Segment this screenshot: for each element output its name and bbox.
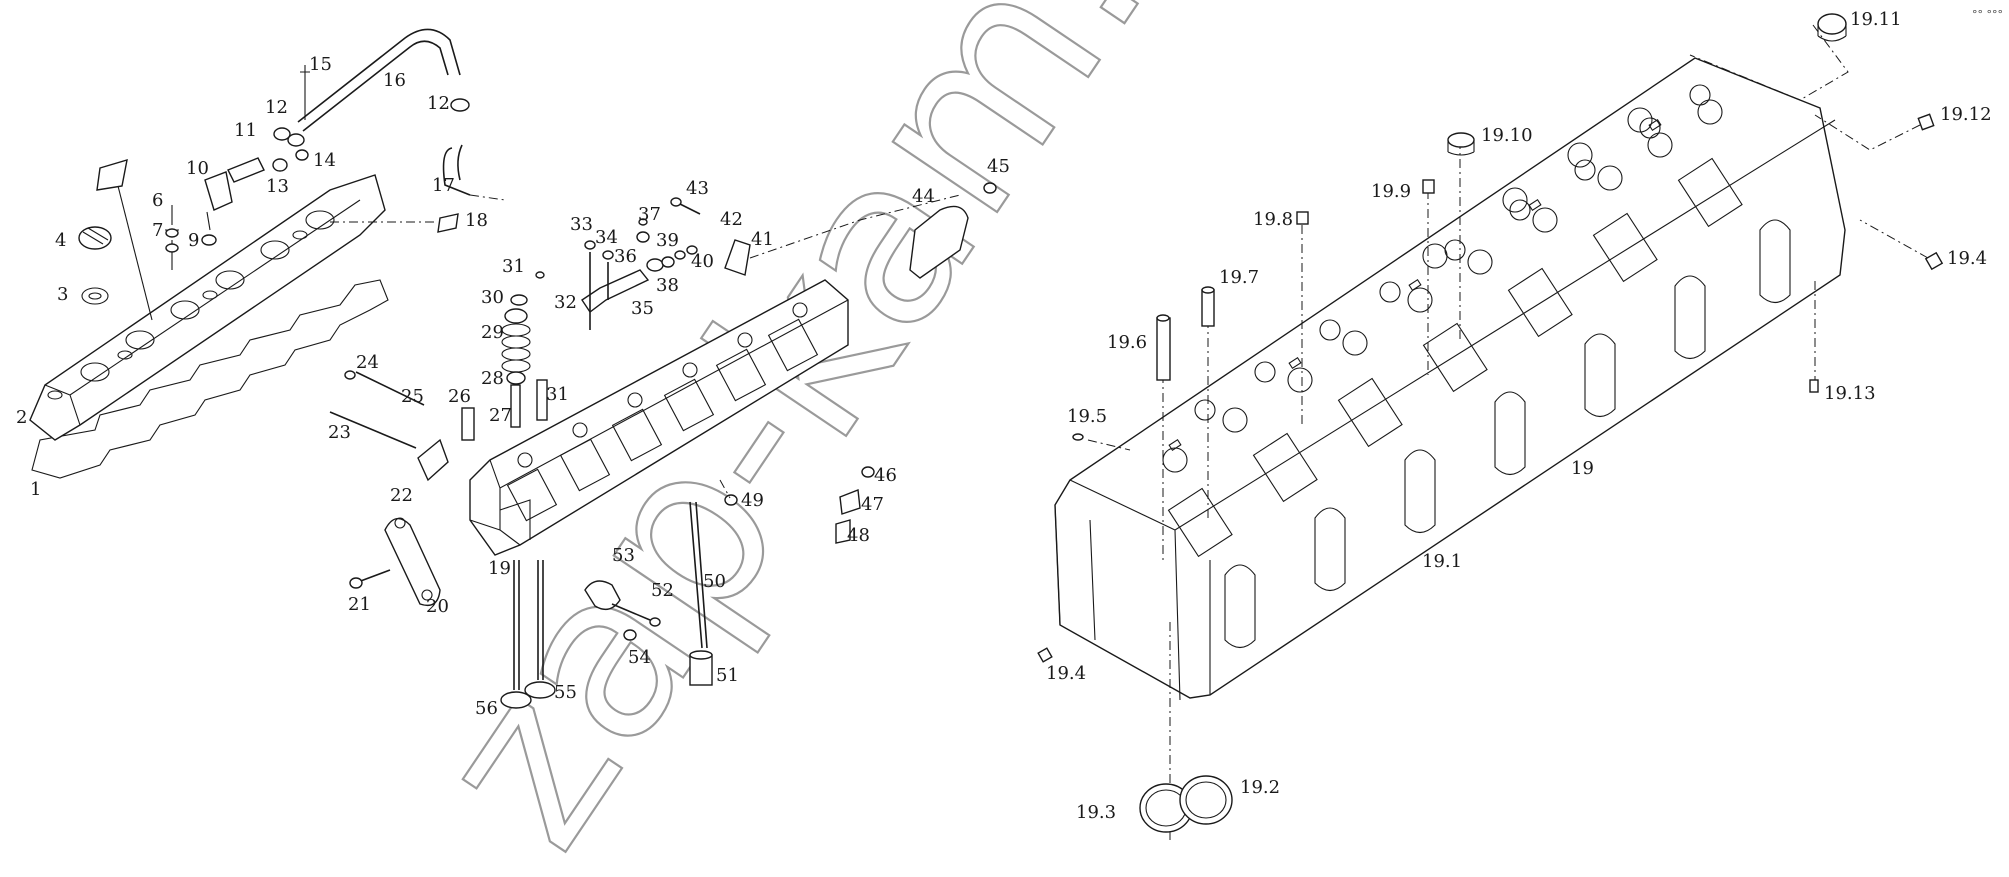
callout: 55 (554, 682, 577, 703)
rocker-cover (29, 174, 386, 441)
callout: 52 (651, 580, 674, 601)
callout: 19.13 (1824, 383, 1876, 404)
callout: 19.4 (1046, 663, 1086, 684)
callout: 12 (265, 97, 288, 118)
callout: 56 (475, 698, 498, 719)
corner-mark: °° °°° (1972, 8, 2003, 21)
callout: 19.2 (1240, 777, 1280, 798)
callout: 34 (595, 227, 618, 248)
callout: 14 (313, 150, 336, 171)
callout: 6 (152, 190, 163, 211)
breather-elbow (204, 171, 233, 211)
callout: 11 (234, 120, 257, 141)
callout: 10 (186, 158, 209, 179)
callout: 23 (328, 422, 351, 443)
cylinder-head-left (329, 182, 997, 709)
callout: 39 (656, 230, 679, 251)
callout: 13 (266, 176, 289, 197)
callout: 19.11 (1850, 9, 1902, 30)
callout: 9 (188, 230, 199, 251)
callout: 35 (631, 298, 654, 319)
head-body (1054, 57, 1846, 699)
callout: 42 (720, 209, 743, 230)
callout: 19.4 (1947, 248, 1987, 269)
callout: 26 (448, 386, 471, 407)
callout: 12 (427, 93, 450, 114)
breather-hose (297, 28, 461, 132)
callout: 19 (488, 558, 511, 579)
callout: 24 (356, 352, 379, 373)
callout: 19.7 (1219, 267, 1259, 288)
callout: 31 (546, 384, 569, 405)
callout: 36 (614, 246, 637, 267)
callout: 33 (570, 214, 593, 235)
callout: 2 (16, 407, 27, 428)
callout: 4 (55, 230, 66, 251)
callout: 50 (703, 571, 726, 592)
callout: 44 (912, 186, 935, 207)
callout: 51 (716, 665, 739, 686)
callout: 19.9 (1371, 181, 1411, 202)
callout: 19.3 (1076, 802, 1116, 823)
callout: 19 (1571, 458, 1594, 479)
oil-filler-cap (78, 226, 112, 250)
cylinder-head-19 (1037, 13, 1944, 840)
callout: 46 (874, 465, 897, 486)
rocker-cover-group (29, 28, 506, 479)
callout: 15 (309, 54, 332, 75)
plug-19-11 (1817, 13, 1847, 35)
callout: 41 (751, 229, 774, 250)
callout: 30 (481, 287, 504, 308)
callout: 48 (847, 525, 870, 546)
callout: 19.8 (1253, 209, 1293, 230)
callout: 18 (465, 210, 488, 231)
callout: 25 (401, 386, 424, 407)
callout: 32 (554, 292, 577, 313)
callout: 45 (987, 156, 1010, 177)
callout: 43 (686, 178, 709, 199)
callout: 40 (691, 251, 714, 272)
callout: 20 (426, 596, 449, 617)
callout: 47 (861, 494, 884, 515)
callout: 31 (502, 256, 525, 277)
callout: 22 (390, 485, 413, 506)
callout-labels-right: 19 19.1 19.2 19.3 19.4 19.4 19.5 19.6 19… (1046, 9, 1992, 823)
cap-seal (81, 287, 109, 305)
seat-ring-19-2 (1179, 775, 1233, 825)
callout: 1 (30, 479, 41, 500)
callout: 16 (383, 70, 406, 91)
callout: 7 (152, 220, 163, 241)
callout-labels-left: 1 2 3 4 6 7 9 10 11 12 13 14 15 16 12 17… (16, 54, 1010, 719)
callout: 17 (432, 175, 455, 196)
callout: 19.12 (1940, 104, 1992, 125)
callout: 29 (481, 322, 504, 343)
callout: 49 (741, 490, 764, 511)
callout: 54 (628, 647, 651, 668)
callout: 19.5 (1067, 406, 1107, 427)
callout: 19.6 (1107, 332, 1147, 353)
cover-gasket (31, 279, 389, 479)
callout: 38 (656, 275, 679, 296)
callout: 19.10 (1481, 125, 1533, 146)
callout: 28 (481, 368, 504, 389)
callout: 53 (612, 545, 635, 566)
callout: 27 (489, 405, 512, 426)
callout: 19.1 (1422, 551, 1462, 572)
callout: 21 (348, 594, 371, 615)
callout: 3 (57, 284, 68, 305)
callout: 37 (638, 204, 661, 225)
